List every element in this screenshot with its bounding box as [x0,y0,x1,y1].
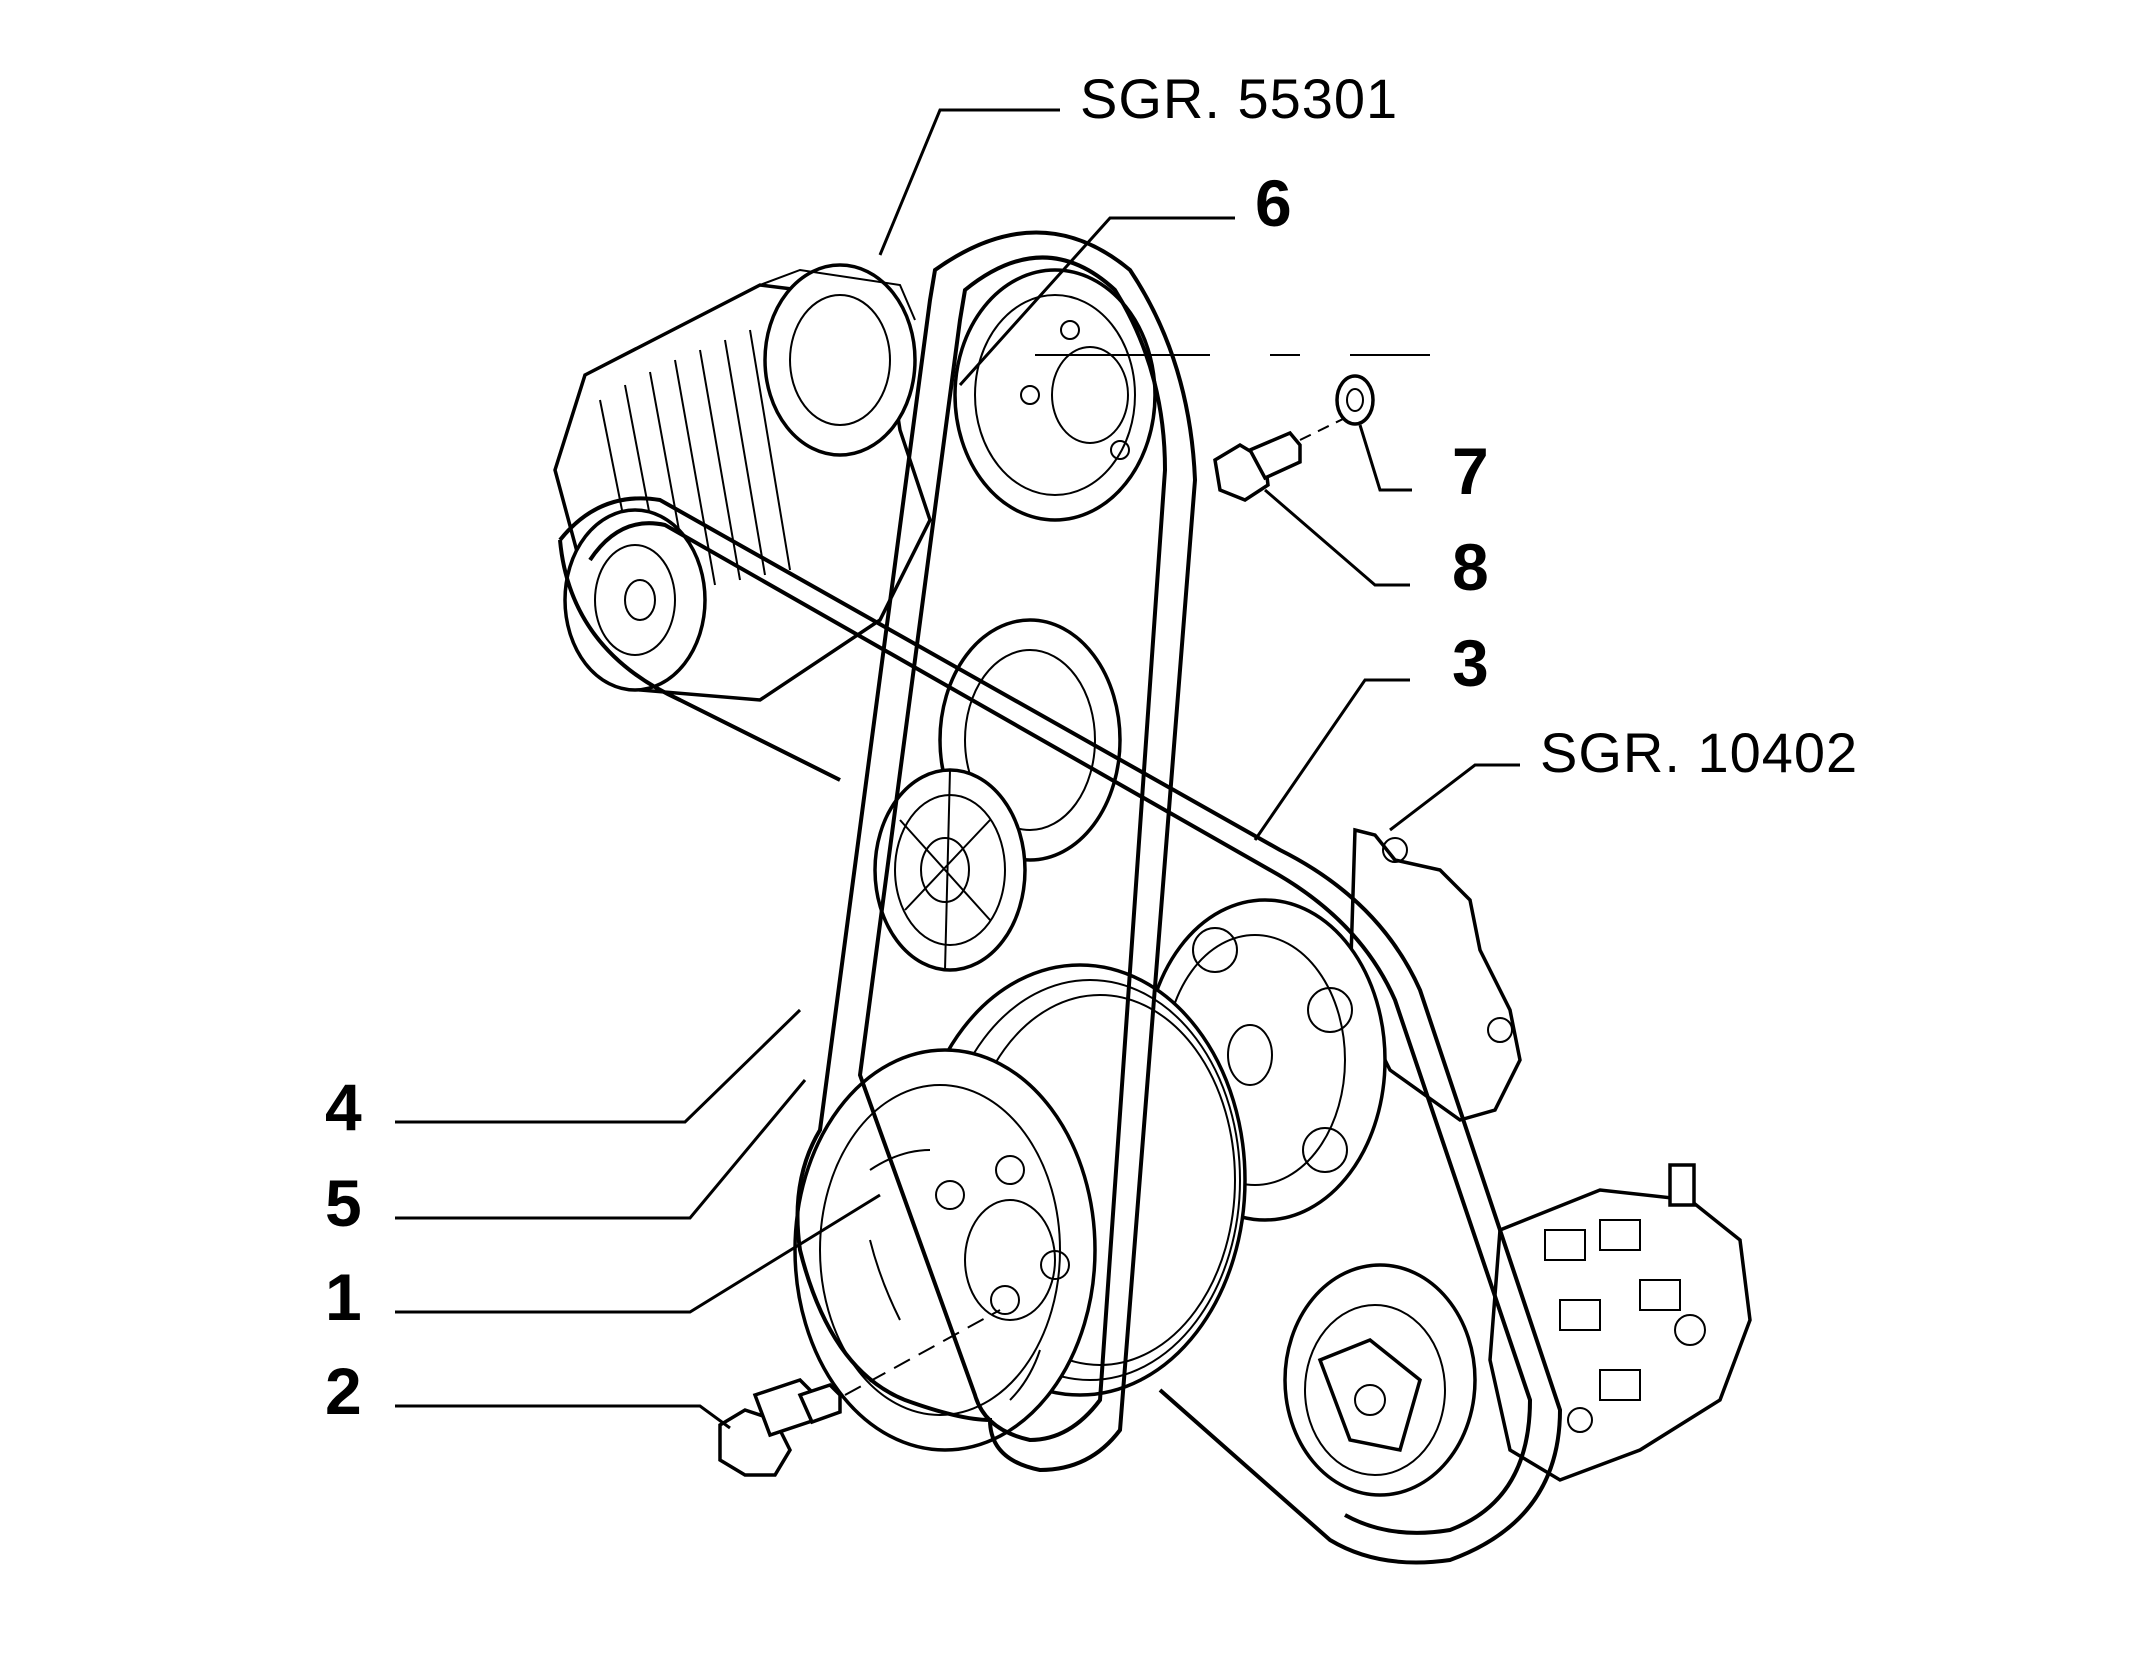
callout-8: 8 [1452,530,1489,604]
ref-sgr-10402: SGR. 10402 [1540,721,1858,784]
washer-7 [1335,374,1375,426]
leader-5 [395,1079,807,1220]
bolt-8 [1213,417,1346,502]
injection-pump [1488,1163,1752,1482]
leader-1 [395,1193,881,1314]
leader-sgr-55301 [878,108,1060,256]
bolt-2 [718,1309,1001,1477]
leader-lines [395,108,1520,1430]
leader-4 [395,1008,802,1124]
leader-sgr-10402 [1389,763,1520,832]
callout-6: 6 [1255,166,1292,240]
leader-7 [1358,424,1412,492]
callout-4: 4 [325,1070,362,1144]
ref-sgr-55301: SGR. 55301 [1080,67,1398,130]
idler-pulley-top [953,268,1157,522]
leader-2 [395,1404,731,1430]
tensioner-pulley [873,618,1122,972]
alternator [553,263,932,702]
leader-6 [958,216,1235,387]
leader-8 [1264,488,1410,587]
callout-5: 5 [325,1166,362,1240]
callout-7: 7 [1452,434,1489,508]
leader-3 [1253,678,1410,841]
callout-1: 1 [325,1260,362,1334]
vacuum-pump [1348,827,1522,1122]
belt-3-lower [558,496,1563,1565]
power-steering-pulley [1283,1263,1477,1497]
belt-6-upper [795,230,1198,1473]
callout-3: 3 [1452,626,1489,700]
crankshaft-pulley [793,963,1247,1452]
callout-2: 2 [325,1354,362,1428]
